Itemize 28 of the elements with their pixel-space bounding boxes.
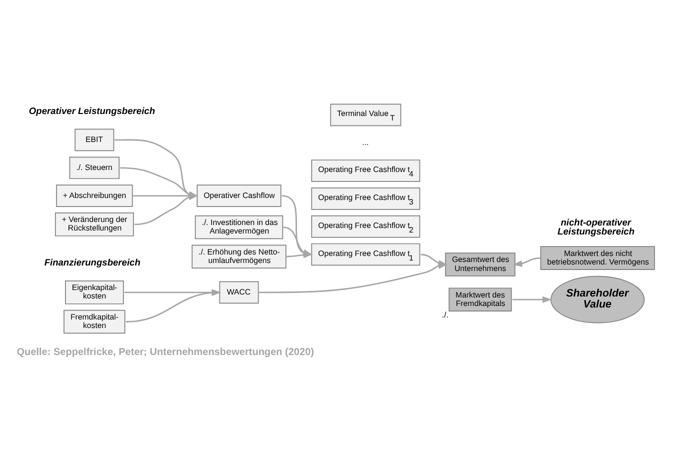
arrow xyxy=(512,257,540,267)
arrow xyxy=(420,254,448,266)
arrow xyxy=(126,289,222,322)
node-box: + Abschreibungen xyxy=(56,184,133,207)
node-box: ./. Investitionen in das Anlagevermögen xyxy=(194,215,284,240)
arrow xyxy=(124,289,222,296)
node-box: Operativer Cashflow xyxy=(196,184,282,207)
arrow xyxy=(286,252,313,258)
node-box: ./. Steuern xyxy=(69,156,120,180)
node-box: Gesamtwert des Unternehmens xyxy=(445,252,516,276)
arrow xyxy=(512,296,552,303)
node-ellipse: Shareholder Value xyxy=(550,276,645,324)
node-box: Marktwert des Fremdkapitals xyxy=(448,288,512,312)
label: ... xyxy=(362,138,369,147)
arrow xyxy=(120,167,198,198)
label: Finanzierungsbereich xyxy=(44,258,140,268)
node-box: Fremdkapital- kosten xyxy=(64,310,126,334)
arrow xyxy=(114,139,198,198)
node-box: WACC xyxy=(219,281,259,304)
node-box: Eigenkapital- kosten xyxy=(65,280,124,304)
node-box: EBIT xyxy=(74,128,114,152)
node-label: ./. xyxy=(442,310,448,320)
caption: Quelle: Seppelfricke, Peter; Unternehmensbewertungen (2020) xyxy=(16,346,314,358)
label: nicht-operativer Leistungsbereich xyxy=(558,217,635,237)
node-box: Marktwert des nicht betriebsnotwend. Vermögens xyxy=(540,246,655,270)
node-box: ./. Erhöhung des Netto- umlaufvermögens xyxy=(192,244,286,269)
node-box: + Veränderung der Rückstellungen xyxy=(54,212,134,236)
label: Operativer Leistungsbereich xyxy=(28,106,156,116)
